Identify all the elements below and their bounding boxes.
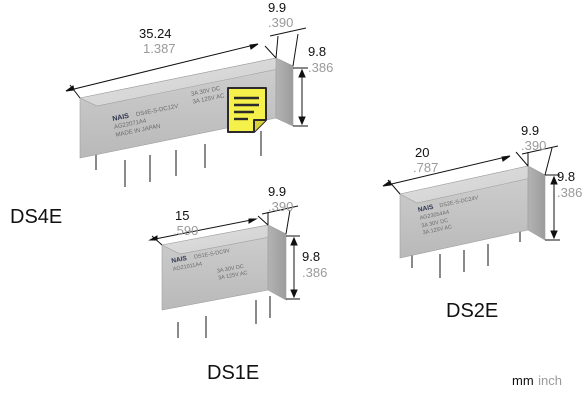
unit-mm: mm xyxy=(512,373,534,388)
ds1e-width-mm: 9.9 xyxy=(268,184,286,199)
svg-text:3A 125V AC: 3A 125V AC xyxy=(218,270,248,281)
svg-text:3A 30V DC: 3A 30V DC xyxy=(217,264,245,275)
svg-text:AG21011A4: AG21011A4 xyxy=(172,261,202,272)
ds1e-height-mm: 9.8 xyxy=(302,249,320,264)
ds4e-length-in: 1.387 xyxy=(143,41,176,56)
svg-text:NAIS: NAIS xyxy=(417,204,434,214)
unit-inch: inch xyxy=(538,373,562,388)
ds2e-width-mm: 9.9 xyxy=(521,123,539,138)
ds4e-dimension-lines xyxy=(65,27,308,127)
ds2e-height-mm: 9.8 xyxy=(557,169,575,184)
label-ds1e: DS1E xyxy=(207,362,260,384)
ds4e-width-mm: 9.9 xyxy=(268,0,286,15)
ds2e-height-in: .386 xyxy=(557,185,582,200)
ds2e-dimension-lines xyxy=(382,145,560,241)
svg-text:3A 30V DC: 3A 30V DC xyxy=(191,86,222,98)
label-ds2e: DS2E xyxy=(446,300,499,322)
svg-text:NAIS: NAIS xyxy=(112,113,130,123)
ds4e-height-mm: 9.8 xyxy=(308,44,326,59)
ds2e-length-in: .787 xyxy=(413,160,438,175)
ds4e-length-mm: 35.24 xyxy=(139,26,172,41)
ds2e-width-in: .390 xyxy=(521,138,546,153)
relay-ds1e: NAIS DS1E-S-DC9V AG21011A4 3A 30V DC 3A … xyxy=(161,224,287,338)
label-ds4e: DS4E xyxy=(10,206,63,228)
relay-ds1e-pins xyxy=(177,296,271,338)
svg-text:3A 30V DC: 3A 30V DC xyxy=(421,218,449,230)
relay-ds4e-pins xyxy=(95,131,262,187)
ds4e-height-in: .386 xyxy=(308,60,333,75)
relay-ds4e: NAIS DS4E-S-DC12V AG22071A4 MADE IN JAPA… xyxy=(79,57,294,187)
relay-ds2e: NAIS DS2E-S-DC24V AG23054A4 3A 30V DC 3A… xyxy=(399,165,546,278)
ds1e-length-in: .590 xyxy=(173,223,198,238)
ds2e-length-mm: 20 xyxy=(415,145,429,160)
ds1e-dimension-lines xyxy=(148,205,300,300)
ds1e-height-in: .386 xyxy=(302,265,327,280)
document-note-icon[interactable] xyxy=(226,86,270,134)
unit-legend: mm inch xyxy=(512,372,562,390)
ds1e-length-mm: 15 xyxy=(175,208,189,223)
svg-text:NAIS: NAIS xyxy=(171,255,188,265)
ds4e-width-in: .390 xyxy=(268,15,293,30)
ds1e-width-in: .390 xyxy=(268,199,293,214)
